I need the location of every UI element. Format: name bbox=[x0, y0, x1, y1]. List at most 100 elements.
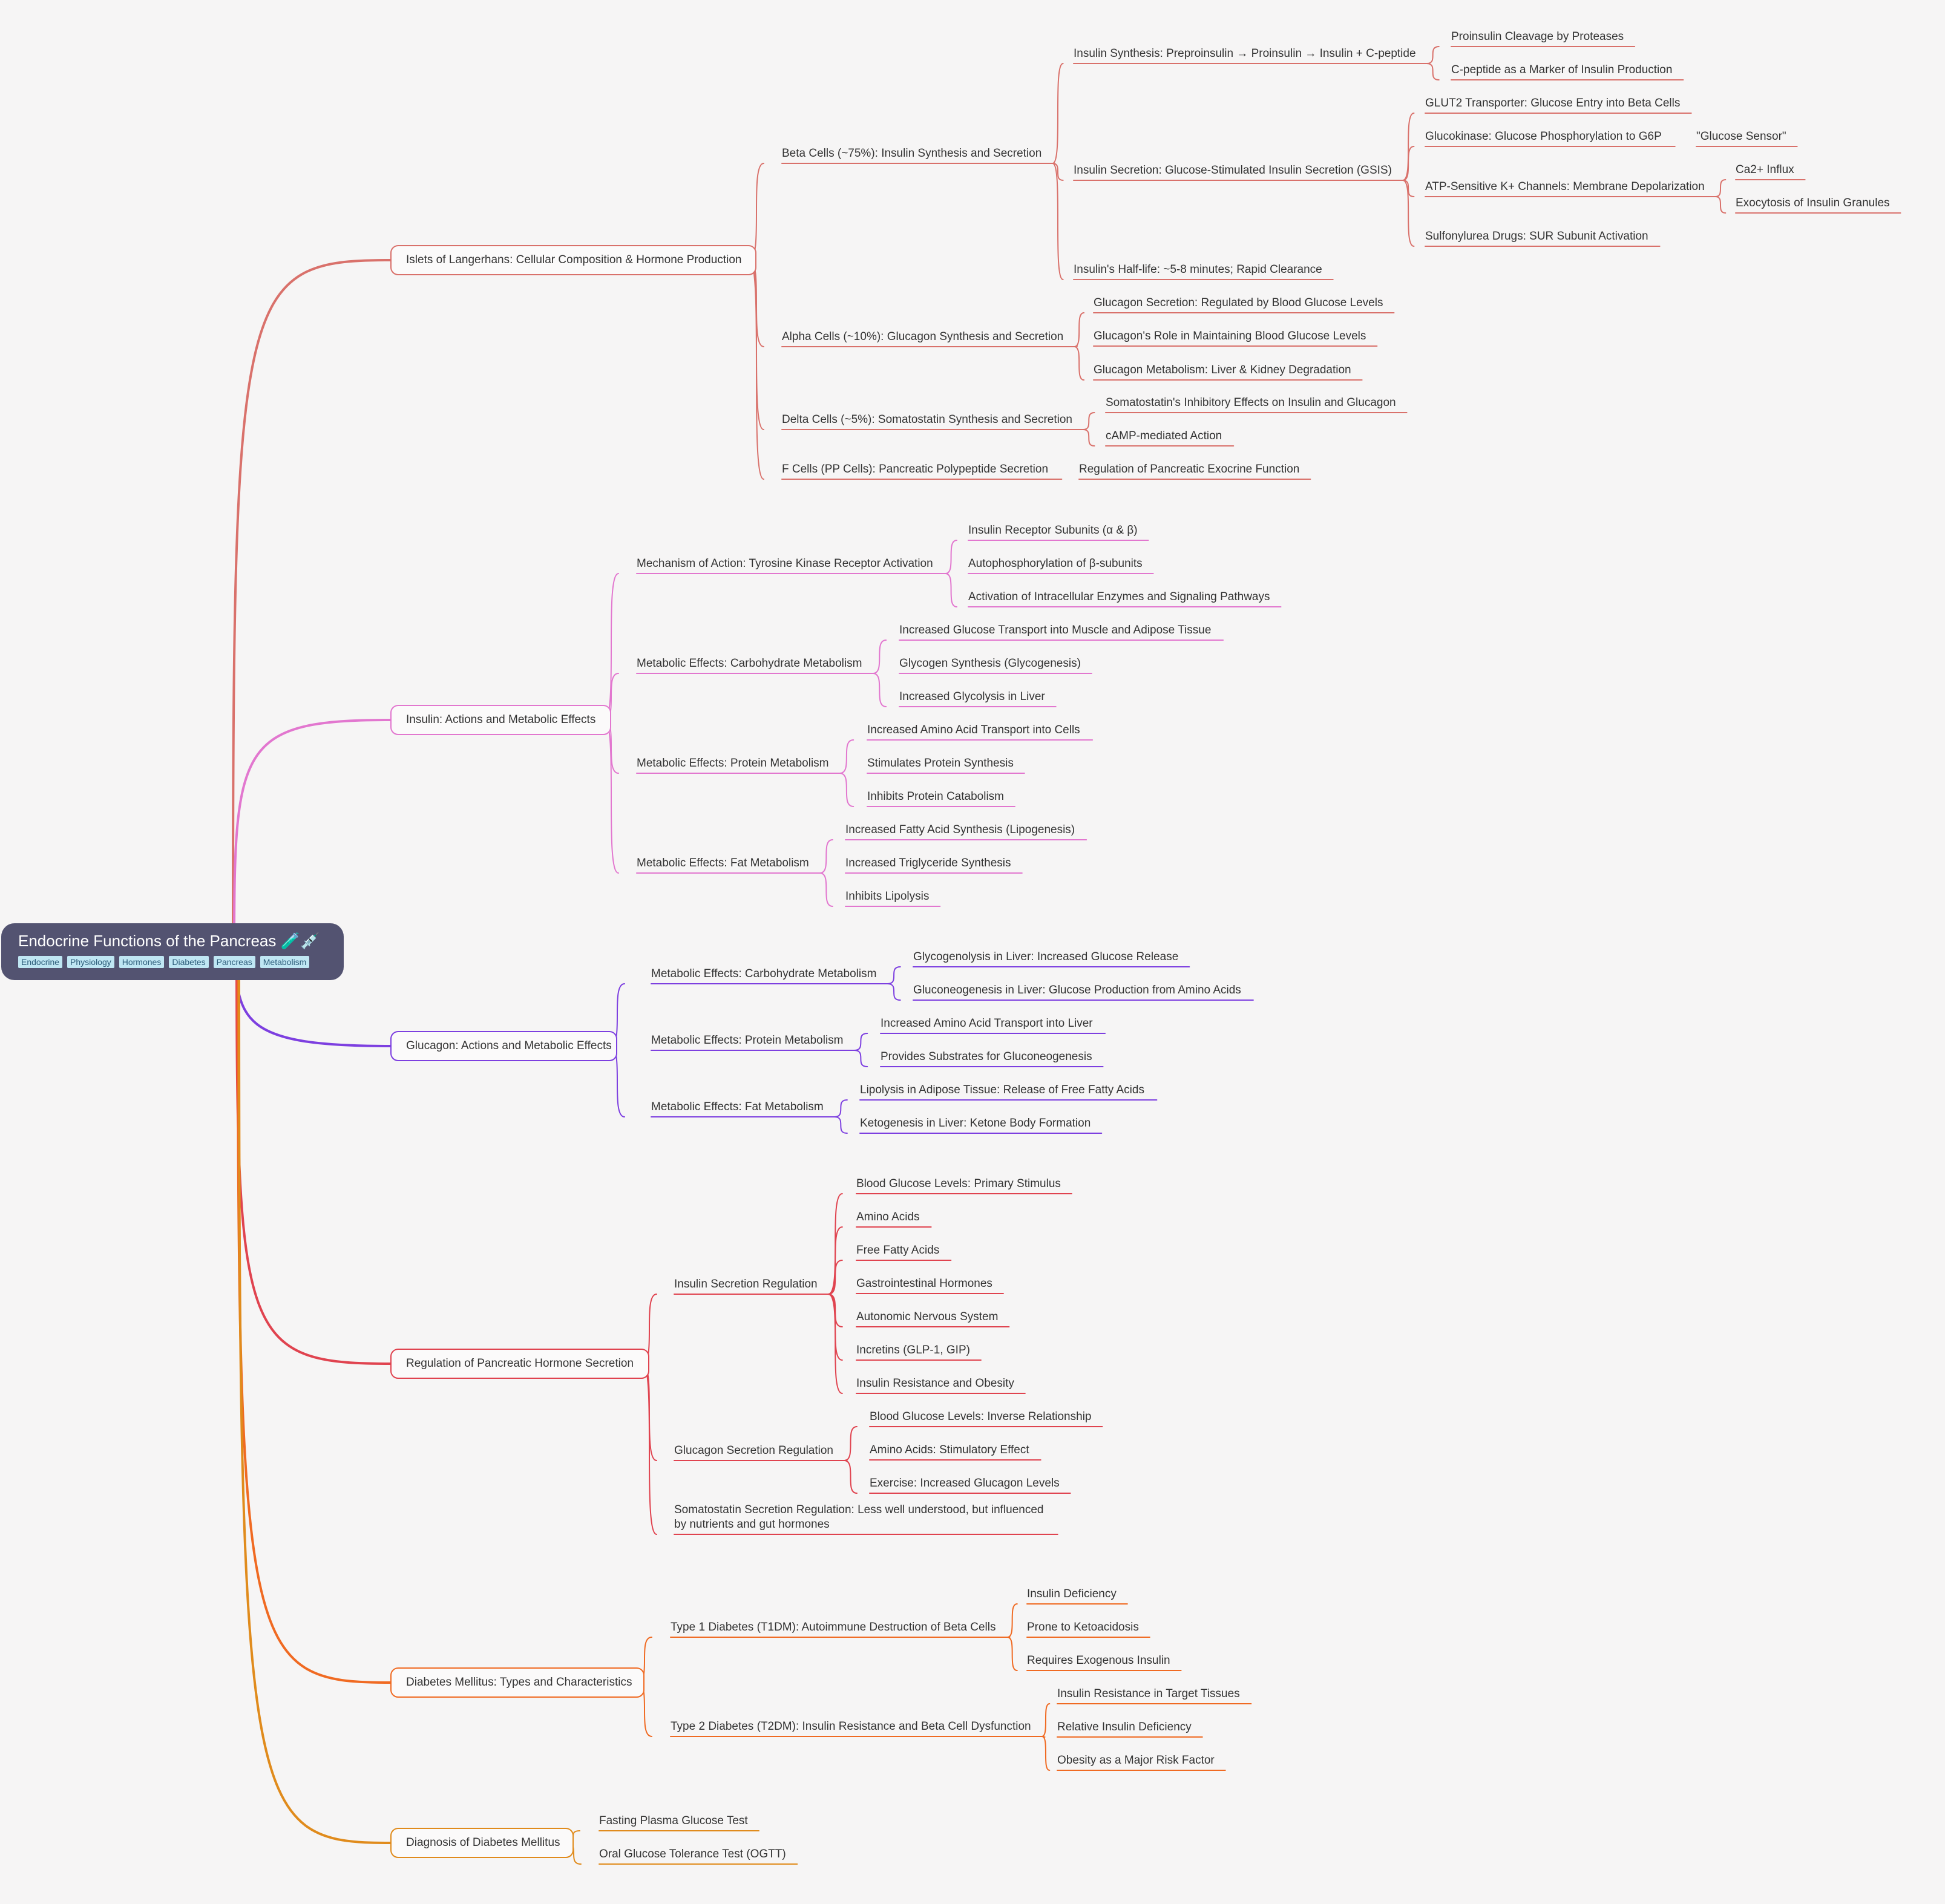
subtopic-node[interactable]: Metabolic Effects: Carbohydrate Metaboli… bbox=[637, 657, 862, 670]
subtopic-node[interactable]: Beta Cells (~75%): Insulin Synthesis and… bbox=[782, 147, 1042, 160]
leaf-node[interactable]: Gastrointestinal Hormones bbox=[856, 1277, 992, 1290]
leaf-node[interactable]: Insulin Deficiency bbox=[1027, 1588, 1117, 1600]
branch-connector bbox=[945, 573, 958, 607]
main-topic-label: Glucagon: Actions and Metabolic Effects bbox=[406, 1039, 612, 1052]
subtopic-node[interactable]: Metabolic Effects: Fat Metabolism bbox=[651, 1101, 824, 1113]
leaf-node[interactable]: Relative Insulin Deficiency bbox=[1057, 1721, 1192, 1733]
leaf-node[interactable]: Provides Substrates for Gluconeogenesis bbox=[881, 1050, 1092, 1063]
leaf-node[interactable]: Increased Amino Acid Transport into Live… bbox=[881, 1017, 1093, 1030]
branch-connector bbox=[887, 966, 901, 984]
subtopic-node[interactable]: Metabolic Effects: Carbohydrate Metaboli… bbox=[651, 967, 877, 980]
branch-connector bbox=[839, 773, 854, 807]
subtopic-node[interactable]: Metabolic Effects: Fat Metabolism bbox=[637, 857, 809, 869]
branch-connector bbox=[827, 1260, 843, 1295]
leaf-node[interactable]: Free Fatty Acids bbox=[856, 1244, 940, 1257]
branch-connector bbox=[887, 983, 901, 1001]
leaf-node[interactable]: Inhibits Protein Catabolism bbox=[867, 790, 1004, 803]
leaf-node[interactable]: Increased Fatty Acid Synthesis (Lipogene… bbox=[845, 823, 1075, 836]
subtopic-node[interactable]: Metabolic Effects: Protein Metabolism bbox=[651, 1034, 844, 1047]
leaf-node[interactable]: Increased Triglyceride Synthesis bbox=[845, 857, 1011, 869]
leaf-node[interactable]: Prone to Ketoacidosis bbox=[1027, 1621, 1139, 1634]
main-topic-node[interactable]: Diabetes Mellitus: Types and Characteris… bbox=[390, 1667, 645, 1698]
leaf-node[interactable]: Incretins (GLP-1, GIP) bbox=[856, 1344, 970, 1356]
leaf-node[interactable]: Proinsulin Cleavage by Proteases bbox=[1451, 30, 1624, 43]
leaf-node[interactable]: Activation of Intracellular Enzymes and … bbox=[968, 591, 1270, 603]
leaf-node[interactable]: Exercise: Increased Glucagon Levels bbox=[870, 1477, 1060, 1490]
leaf-node[interactable]: "Glucose Sensor" bbox=[1696, 130, 1786, 143]
leaf-node[interactable]: Gluconeogenesis in Liver: Glucose Produc… bbox=[913, 984, 1241, 996]
main-topic-node[interactable]: Regulation of Pancreatic Hormone Secreti… bbox=[390, 1349, 649, 1379]
main-topic-label: Islets of Langerhans: Cellular Compositi… bbox=[406, 254, 742, 266]
leaf-node[interactable]: Glycogenolysis in Liver: Increased Gluco… bbox=[913, 950, 1179, 963]
leaf-node[interactable]: Amino Acids: Stimulatory Effect bbox=[870, 1444, 1029, 1456]
leaf-node[interactable]: cAMP-mediated Action bbox=[1106, 430, 1222, 442]
leaf-node[interactable]: Insulin's Half-life: ~5-8 minutes; Rapid… bbox=[1074, 263, 1322, 276]
tag[interactable]: Hormones bbox=[119, 956, 165, 968]
tag[interactable]: Diabetes bbox=[169, 956, 209, 968]
subtopic-node[interactable]: Mechanism of Action: Tyrosine Kinase Rec… bbox=[637, 557, 933, 570]
leaf-node[interactable]: Autonomic Nervous System bbox=[856, 1310, 999, 1323]
subtopic-node[interactable]: F Cells (PP Cells): Pancreatic Polypepti… bbox=[782, 463, 1049, 476]
leaf-node[interactable]: Inhibits Lipolysis bbox=[845, 890, 930, 903]
tag[interactable]: Physiology bbox=[67, 956, 114, 968]
branch-connector bbox=[1006, 1637, 1018, 1671]
leaf-node[interactable]: Regulation of Pancreatic Exocrine Functi… bbox=[1079, 463, 1300, 476]
subtopic-node[interactable]: Oral Glucose Tolerance Test (OGTT) bbox=[599, 1848, 786, 1860]
leaf-node[interactable]: Requires Exogenous Insulin bbox=[1027, 1654, 1170, 1667]
root-node[interactable]: Endocrine Functions of the Pancreas 🧪💉 E… bbox=[1, 923, 344, 980]
subtopic-node[interactable]: Metabolic Effects: Protein Metabolism bbox=[637, 757, 829, 770]
branch-connector bbox=[839, 739, 854, 774]
leaf-node[interactable]: Increased Glycolysis in Liver bbox=[899, 690, 1045, 703]
leaf-node[interactable]: Blood Glucose Levels: Primary Stimulus bbox=[856, 1177, 1061, 1190]
leaf-node[interactable]: Glucagon's Role in Maintaining Blood Glu… bbox=[1094, 330, 1366, 342]
leaf-node[interactable]: ATP-Sensitive K+ Channels: Membrane Depo… bbox=[1425, 180, 1705, 193]
subtopic-node[interactable]: Type 2 Diabetes (T2DM): Insulin Resistan… bbox=[671, 1720, 1031, 1733]
leaf-node[interactable]: Glucagon Secretion: Regulated by Blood G… bbox=[1094, 296, 1383, 309]
subtopic-node[interactable]: Alpha Cells (~10%): Glucagon Synthesis a… bbox=[782, 330, 1064, 343]
subtopic-node[interactable]: Insulin Secretion Regulation bbox=[674, 1278, 818, 1291]
root-connector bbox=[235, 943, 392, 1365]
leaf-node[interactable]: Insulin Receptor Subunits (α & β) bbox=[968, 524, 1138, 537]
leaf-node[interactable]: Blood Glucose Levels: Inverse Relationsh… bbox=[870, 1410, 1092, 1423]
leaf-node[interactable]: Insulin Secretion: Glucose-Stimulated In… bbox=[1074, 164, 1392, 177]
leaf-node[interactable]: Amino Acids bbox=[856, 1211, 920, 1223]
main-topic-node[interactable]: Insulin: Actions and Metabolic Effects bbox=[390, 705, 611, 735]
main-topic-node[interactable]: Diagnosis of Diabetes Mellitus bbox=[390, 1828, 574, 1858]
main-topic-node[interactable]: Glucagon: Actions and Metabolic Effects bbox=[390, 1031, 617, 1061]
leaf-node[interactable]: Ca2+ Influx bbox=[1736, 163, 1794, 176]
leaf-node[interactable]: Insulin Resistance in Target Tissues bbox=[1057, 1687, 1240, 1700]
leaf-node[interactable]: Increased Amino Acid Transport into Cell… bbox=[867, 724, 1080, 736]
leaf-node[interactable]: Insulin Synthesis: Preproinsulin → Proin… bbox=[1074, 47, 1416, 60]
branch-connector bbox=[1402, 180, 1415, 197]
leaf-node[interactable]: Glucokinase: Glucose Phosphorylation to … bbox=[1425, 130, 1662, 143]
leaf-node[interactable]: Insulin Resistance and Obesity bbox=[856, 1377, 1014, 1390]
leaf-node[interactable]: GLUT2 Transporter: Glucose Entry into Be… bbox=[1425, 97, 1681, 110]
subtopic-node[interactable]: Somatostatin Secretion Regulation: Less … bbox=[674, 1503, 1044, 1532]
leaf-node[interactable]: Stimulates Protein Synthesis bbox=[867, 757, 1014, 770]
main-topic-node[interactable]: Islets of Langerhans: Cellular Compositi… bbox=[390, 245, 756, 275]
subtopic-node[interactable]: Glucagon Secretion Regulation bbox=[674, 1444, 834, 1457]
leaf-node[interactable]: C-peptide as a Marker of Insulin Product… bbox=[1451, 64, 1673, 76]
branch-connector bbox=[1402, 146, 1415, 181]
leaf-node[interactable]: Increased Glucose Transport into Muscle … bbox=[899, 624, 1212, 636]
subtopic-node[interactable]: Fasting Plasma Glucose Test bbox=[599, 1814, 748, 1827]
leaf-node[interactable]: Somatostatin's Inhibitory Effects on Ins… bbox=[1106, 396, 1396, 409]
branch-connector bbox=[1402, 113, 1415, 181]
leaf-node[interactable]: Lipolysis in Adipose Tissue: Release of … bbox=[860, 1084, 1144, 1096]
branch-connector bbox=[1426, 46, 1440, 64]
leaf-node[interactable]: Glycogen Synthesis (Glycogenesis) bbox=[899, 657, 1081, 670]
leaf-node[interactable]: Ketogenesis in Liver: Ketone Body Format… bbox=[860, 1117, 1091, 1130]
leaf-node[interactable]: Glucagon Metabolism: Liver & Kidney Degr… bbox=[1094, 364, 1351, 376]
branch-connector bbox=[833, 1116, 848, 1134]
leaf-node[interactable]: Obesity as a Major Risk Factor bbox=[1057, 1754, 1215, 1767]
subtopic-node[interactable]: Delta Cells (~5%): Somatostatin Synthesi… bbox=[782, 413, 1072, 426]
tag[interactable]: Metabolism bbox=[260, 956, 310, 968]
tag[interactable]: Pancreas bbox=[213, 956, 255, 968]
branch-connector bbox=[1426, 63, 1440, 80]
subtopic-node[interactable]: Type 1 Diabetes (T1DM): Autoimmune Destr… bbox=[671, 1621, 996, 1634]
leaf-node[interactable]: Exocytosis of Insulin Granules bbox=[1736, 197, 1890, 209]
leaf-node[interactable]: Sulfonylurea Drugs: SUR Subunit Activati… bbox=[1425, 230, 1648, 243]
root-tags: Endocrine Physiology Hormones Diabetes P… bbox=[18, 956, 344, 968]
leaf-node[interactable]: Autophosphorylation of β-subunits bbox=[968, 557, 1143, 570]
tag[interactable]: Endocrine bbox=[18, 956, 63, 968]
